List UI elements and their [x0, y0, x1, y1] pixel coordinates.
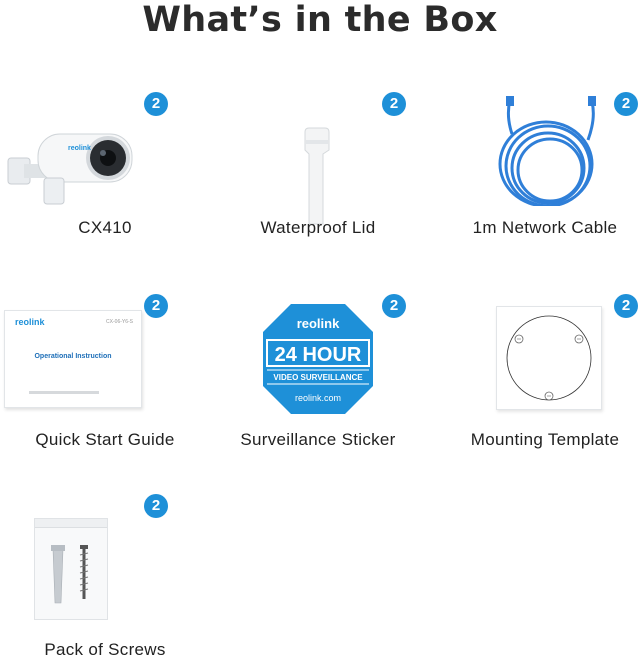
svg-text:reolink: reolink [68, 145, 91, 152]
sticker-big: 24 HOUR [275, 344, 362, 366]
item-label: 1m Network Cable [472, 218, 618, 237]
screws-pack-icon [34, 518, 108, 620]
guide-booklet-icon: reolink CX-06-Y6-S Operational Instructi… [4, 310, 142, 408]
box-item-network-cable: 2 1m Network Cable [440, 92, 640, 242]
box-item-quick-start-guide: 2 reolink CX-06-Y6-S Operational Instruc… [0, 294, 210, 454]
box-item-waterproof-lid: 2 Waterproof Lid [213, 92, 423, 242]
quantity-badge: 2 [144, 494, 168, 518]
item-label: Surveillance Sticker [240, 430, 396, 449]
box-item-surveillance-sticker: 2 reolink 24 HOUR VIDEO SURVEILLANCE reo… [213, 294, 423, 454]
quantity-badge: 2 [144, 294, 168, 318]
item-label: Pack of Screws [44, 640, 166, 659]
guide-model: CX-06-Y6-S [106, 319, 133, 325]
item-label: Waterproof Lid [260, 218, 376, 237]
page-title: What’s in the Box [142, 0, 498, 40]
sticker-sub: VIDEO SURVEILLANCE [273, 373, 363, 382]
surveillance-sticker-icon: reolink 24 HOUR VIDEO SURVEILLANCE reoli… [263, 304, 373, 414]
item-label: Quick Start Guide [35, 430, 175, 449]
box-item-mounting-template: 2 Mounting Template [440, 294, 640, 454]
item-label: CX410 [78, 218, 132, 237]
waterproof-lid-icon [304, 127, 330, 225]
network-cable-icon [498, 96, 596, 206]
quantity-badge: 2 [144, 92, 168, 116]
quantity-badge: 2 [614, 92, 638, 116]
sticker-url: reolink.com [295, 393, 341, 403]
bullet-camera-icon: reolink [7, 133, 133, 205]
mounting-template-icon [496, 306, 602, 410]
sticker-brand: reolink [297, 316, 340, 331]
box-item-screws: 2 Pack of Screws [0, 494, 210, 659]
guide-heading: Operational Instruction [34, 353, 112, 360]
box-item-camera: 2 reolink CX410 [0, 92, 210, 242]
quantity-badge: 2 [614, 294, 638, 318]
item-label: Mounting Template [470, 430, 620, 449]
quantity-badge: 2 [382, 92, 406, 116]
quantity-badge: 2 [382, 294, 406, 318]
guide-brand: reolink [15, 317, 45, 327]
